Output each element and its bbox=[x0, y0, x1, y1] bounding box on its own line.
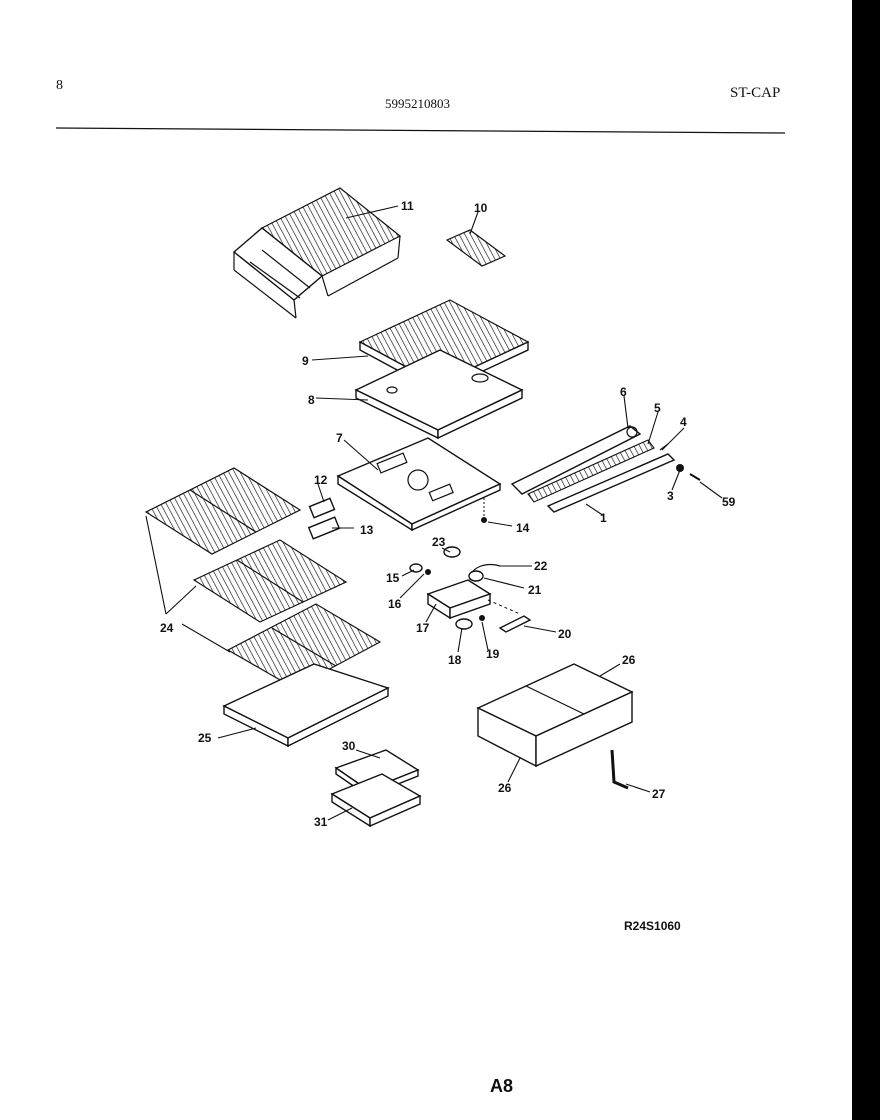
callout-24: 24 bbox=[160, 621, 174, 635]
part-17-control-box bbox=[426, 579, 492, 620]
callout-11: 11 bbox=[401, 199, 414, 213]
part-27-rod bbox=[610, 749, 629, 790]
reference-code: R24S1060 bbox=[624, 919, 681, 933]
part-26-crisper-pans bbox=[476, 663, 634, 768]
part-31-meat-keeper-pan bbox=[330, 773, 422, 828]
part-23-knob bbox=[443, 546, 461, 558]
callout-30: 30 bbox=[342, 739, 356, 753]
callout-21: 21 bbox=[528, 583, 542, 597]
part-8-tray-base bbox=[354, 349, 524, 440]
callout-22: 22 bbox=[534, 559, 548, 573]
part-1-rail bbox=[546, 453, 676, 513]
part-7-divider bbox=[336, 437, 502, 532]
callout-8: 8 bbox=[308, 393, 315, 407]
part-24-shelf-a bbox=[144, 467, 302, 555]
callout-14: 14 bbox=[516, 521, 530, 535]
callout-27: 27 bbox=[652, 787, 666, 801]
callout-18: 18 bbox=[448, 653, 462, 667]
callout-7: 7 bbox=[336, 431, 343, 445]
page-code: A8 bbox=[490, 1076, 513, 1096]
part-25-crisper-cover bbox=[222, 663, 390, 748]
part-6-rail bbox=[510, 425, 642, 495]
callout-31: 31 bbox=[314, 815, 328, 829]
callout-59: 59 bbox=[722, 495, 736, 509]
callout-16: 16 bbox=[388, 597, 402, 611]
callout-12: 12 bbox=[314, 473, 328, 487]
model-number: 5995210803 bbox=[385, 96, 450, 111]
part-5-rail bbox=[527, 439, 655, 503]
callout-19: 19 bbox=[486, 647, 500, 661]
exploded-view-diagram: 11 10 9 8 7 6 5 4 3 59 1 12 13 14 23 22 … bbox=[55, 127, 786, 1096]
leader-lines bbox=[145, 205, 723, 821]
part-3-screw bbox=[676, 464, 684, 472]
scan-edge bbox=[852, 0, 880, 1120]
part-20-light-shield bbox=[487, 599, 532, 633]
part-19-screw bbox=[479, 615, 485, 621]
callout-15: 15 bbox=[386, 571, 400, 585]
callout-25: 25 bbox=[198, 731, 212, 745]
callout-20: 20 bbox=[558, 627, 572, 641]
callout-13: 13 bbox=[360, 523, 374, 537]
callout-3: 3 bbox=[667, 489, 674, 503]
callout-10: 10 bbox=[474, 201, 488, 215]
callout-26-bottom: 26 bbox=[498, 781, 512, 795]
part-24-shelf-b bbox=[192, 539, 348, 623]
part-13-clip bbox=[307, 516, 341, 540]
section-code: ST-CAP bbox=[730, 85, 781, 101]
part-12-clip bbox=[308, 497, 336, 519]
part-24-shelf-c bbox=[226, 603, 382, 689]
page-number: 8 bbox=[56, 78, 63, 93]
part-14-screw bbox=[481, 498, 487, 523]
part-18-washer bbox=[455, 618, 473, 630]
callout-26-top: 26 bbox=[622, 653, 636, 667]
part-15-sensor bbox=[409, 563, 431, 575]
callout-23: 23 bbox=[432, 535, 446, 549]
callout-4: 4 bbox=[680, 415, 687, 429]
header-rule bbox=[55, 127, 786, 134]
part-21-knob bbox=[468, 570, 484, 582]
callout-6: 6 bbox=[620, 385, 627, 399]
callout-5: 5 bbox=[654, 401, 661, 415]
callout-1: 1 bbox=[600, 511, 607, 525]
part-11-freezer-shelf bbox=[232, 187, 402, 319]
callout-9: 9 bbox=[302, 354, 309, 368]
callout-17: 17 bbox=[416, 621, 430, 635]
part-59-screw bbox=[689, 473, 701, 481]
part-10-grille bbox=[445, 229, 507, 267]
